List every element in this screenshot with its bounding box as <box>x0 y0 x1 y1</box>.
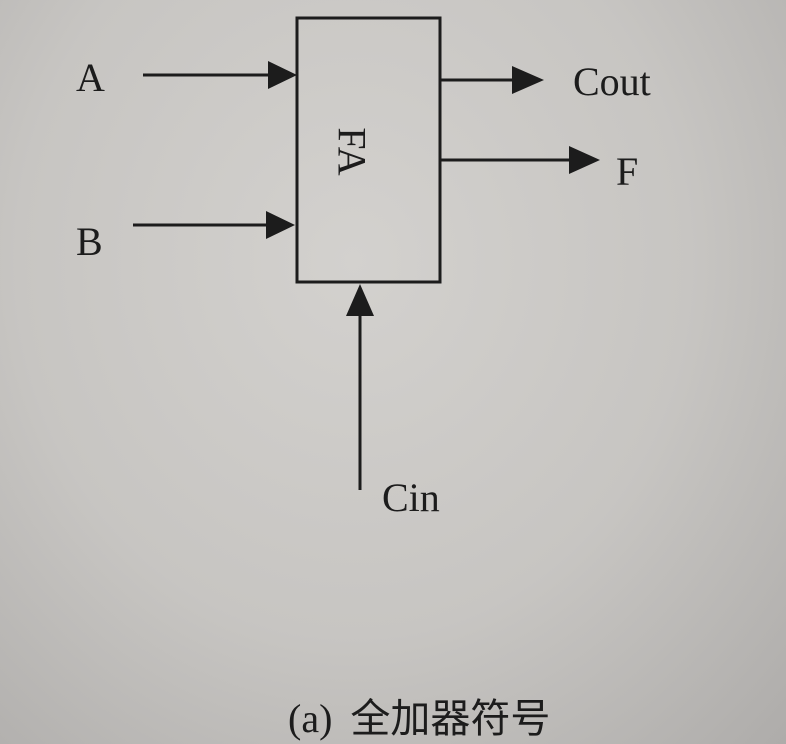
block-label: FA <box>329 127 375 176</box>
output-label-cout: Cout <box>573 59 651 104</box>
fa-block <box>295 16 442 284</box>
input-label-b: B <box>76 219 103 264</box>
input-label-cin: Cin <box>382 475 440 520</box>
input-label-a: A <box>76 55 105 100</box>
arrowhead-cout <box>512 66 544 94</box>
arrowhead-a <box>268 61 297 89</box>
arrowhead-cin <box>346 284 374 316</box>
arrowhead-b <box>266 211 295 239</box>
caption-tag: (a) <box>288 696 333 741</box>
arrowhead-f <box>569 146 600 174</box>
caption-text: 全加器符号 <box>350 696 551 741</box>
figure-caption: (a) 全加器符号 <box>288 686 568 744</box>
output-label-f: F <box>616 149 639 194</box>
